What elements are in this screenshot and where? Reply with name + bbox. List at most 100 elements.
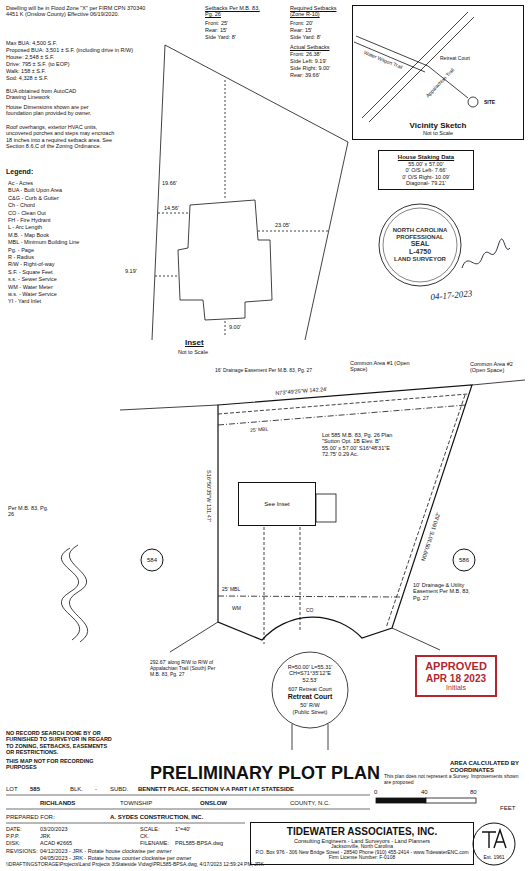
node-circle <box>141 549 163 571</box>
plan-label: C&G - Curb & Gutter <box>8 195 59 201</box>
plan-label: Side Left: 9.19' <box>290 58 327 64</box>
plan-label: 14.56' <box>164 205 179 211</box>
plan-label: DATE: <box>6 826 22 832</box>
plan-label: w.s. - Water Service <box>8 291 57 297</box>
title-rules <box>6 795 370 823</box>
node-text: See Inset <box>264 501 289 508</box>
plan-label: Retreat Court <box>270 693 350 701</box>
plan-label: Not to Scale <box>178 349 208 355</box>
plan-label: A. SYDES CONSTRUCTION, INC. <box>110 814 203 821</box>
plan-label: Sod: 4,328 ± S.F. <box>6 75 48 81</box>
plan-label: M.B. - Map Book <box>8 232 49 238</box>
plan-label: BLK. <box>70 786 83 793</box>
plan-label: Rear: 15' <box>205 27 227 33</box>
plan-label: PRELIMINARY PLOT PLAN <box>120 763 410 784</box>
box-node: TIDEWATER ASSOCIATES, INC.Consulting Eng… <box>250 822 474 865</box>
plan-label: 16' Drainage Easement Per M.B. 83, Pg. 2… <box>215 368 312 374</box>
node-text: Diagonal- 79.21' <box>406 180 446 186</box>
inset-lot-lines <box>152 45 348 340</box>
node-text: 55.00' x 57.00' <box>408 161 443 167</box>
node-text: Initials <box>446 684 466 692</box>
plan-label: Lot 585 M.B. 83, Pg. 26 Plan "Sutton Opt… <box>322 432 394 457</box>
plan-label: - <box>95 786 97 793</box>
plan-label: Rear: 15' <box>290 27 312 33</box>
plan-label: REVISIONS: <box>6 848 37 854</box>
plan-label: WM - Water Meter <box>8 284 53 290</box>
node-text: TIDEWATER ASSOCIATES, INC. <box>287 826 437 838</box>
plan-label: BUA obtained from AutoCAD Drawing Linewo… <box>6 88 96 101</box>
house-porch <box>316 494 336 522</box>
neighbor-lines <box>120 380 525 652</box>
plan-label: Roof overhangs, exterior HVAC units, unc… <box>6 124 116 149</box>
plan-label: 292.67' along R/W to R/W of Appalachian … <box>150 660 216 677</box>
plan-label: Appalachian Trail <box>425 67 456 99</box>
plan-label: FH - Fire Hydrant <box>8 217 50 223</box>
plan-label: Legend: <box>6 168 33 176</box>
plan-label: 40 <box>421 789 428 796</box>
inset-house <box>178 200 272 320</box>
plan-label: This plan does not represent a Survey. I… <box>384 774 524 786</box>
plan-label: Ac - Acres <box>8 180 33 186</box>
node-text: Not to Scale <box>423 130 453 136</box>
node-circle <box>453 549 475 571</box>
plan-label: S16°50'35"W 131.47' <box>206 470 212 522</box>
plan-label: PREPARED FOR: <box>6 814 55 821</box>
node-text: L-4750 <box>409 248 431 256</box>
plan-label: MBL - Minimum Building Line <box>8 239 79 245</box>
plan-label: R/W - Right-of-way <box>8 261 54 267</box>
plan-label: ACAD #2665 <box>40 840 72 846</box>
plan-label: Side Yard: 8' <box>290 34 321 40</box>
plan-label: SUBD. <box>110 786 128 793</box>
circle-node: NORTH CAROLINAPROFESSIONALSEALL-4750LAND… <box>378 203 462 287</box>
plan-label: Inset <box>185 338 204 347</box>
node-circle <box>473 823 515 865</box>
plan-label: 04/05/2023 - JRK - Rotate house counter … <box>40 855 191 861</box>
plan-label: S.F. - Square Feet <box>8 269 53 275</box>
plan-label: N09°05'10"E 160.82' <box>420 512 442 562</box>
box-node: House Staking Data55.00' x 57.00'0' O/S … <box>378 150 474 190</box>
plan-label: 10' Drainage & Utility Easement Per M.B.… <box>413 582 475 601</box>
plan-label: Required Setbacks (Zone R-10) <box>290 5 345 18</box>
lot-boundary <box>218 385 472 640</box>
box-node: APPROVEDAPR 18 2023Initials <box>415 655 497 697</box>
vicinity-site <box>468 97 478 107</box>
plan-label: 80 <box>470 789 477 796</box>
plan-label: R - Radius <box>8 254 34 260</box>
plan-label: L - Arc Length <box>8 224 42 230</box>
plan-label: RICHLANDS <box>40 800 75 807</box>
plan-label: 607 Retreat Court <box>270 686 350 692</box>
node-text: SEAL <box>411 240 430 248</box>
road-stub <box>292 724 328 750</box>
plan-label: Setbacks Per M.B. 83, Pg. 26 <box>205 5 265 18</box>
node-text: PROFESSIONAL <box>396 234 443 241</box>
plan-label: Max BUA: 4,500 S.F. <box>6 40 57 46</box>
plan-label: 19.66' <box>162 180 177 186</box>
plan-label: COUNTY, N.C. <box>290 800 330 807</box>
scale-bar <box>376 798 426 803</box>
plan-label: CK. <box>140 833 149 839</box>
plan-label: DISK: <box>6 840 20 846</box>
plan-label: Front: 20' <box>290 20 313 26</box>
box-node: See Inset <box>238 482 316 526</box>
plan-label: Drive: 795 ± S.F. (to EOP) <box>6 61 70 67</box>
logo-monogram <box>482 830 506 848</box>
plan-label: Rear: 39.66' <box>290 72 320 78</box>
plan-label: s.s. - Sewer Service <box>8 276 57 282</box>
plan-label: 04-17-2023 <box>430 288 473 302</box>
plan-label: Side Yard: 8' <box>205 34 236 40</box>
plan-label: Dwelling will be in Flood Zone "X" per F… <box>6 5 146 18</box>
plan-label: 23.05' <box>275 222 290 228</box>
plan-label: Walk: 158 ± S.F. <box>6 68 46 74</box>
plan-label: 25' MBL <box>222 587 240 593</box>
plan-label: LOT <box>6 786 18 793</box>
node-text: NORTH CAROLINA <box>393 227 448 234</box>
node-text: LAND SURVEYOR <box>394 256 446 263</box>
plan-label: BUA - Built Upon Area <box>8 187 62 193</box>
plan-label: Front: 25' <box>205 20 228 26</box>
driveway <box>264 527 300 644</box>
node-circle <box>379 204 461 286</box>
plan-label: AREA CALCULATED BY COORDINATES <box>450 760 525 774</box>
vicinity-road <box>354 36 428 72</box>
node-text: Vicinity Sketch <box>410 121 467 130</box>
